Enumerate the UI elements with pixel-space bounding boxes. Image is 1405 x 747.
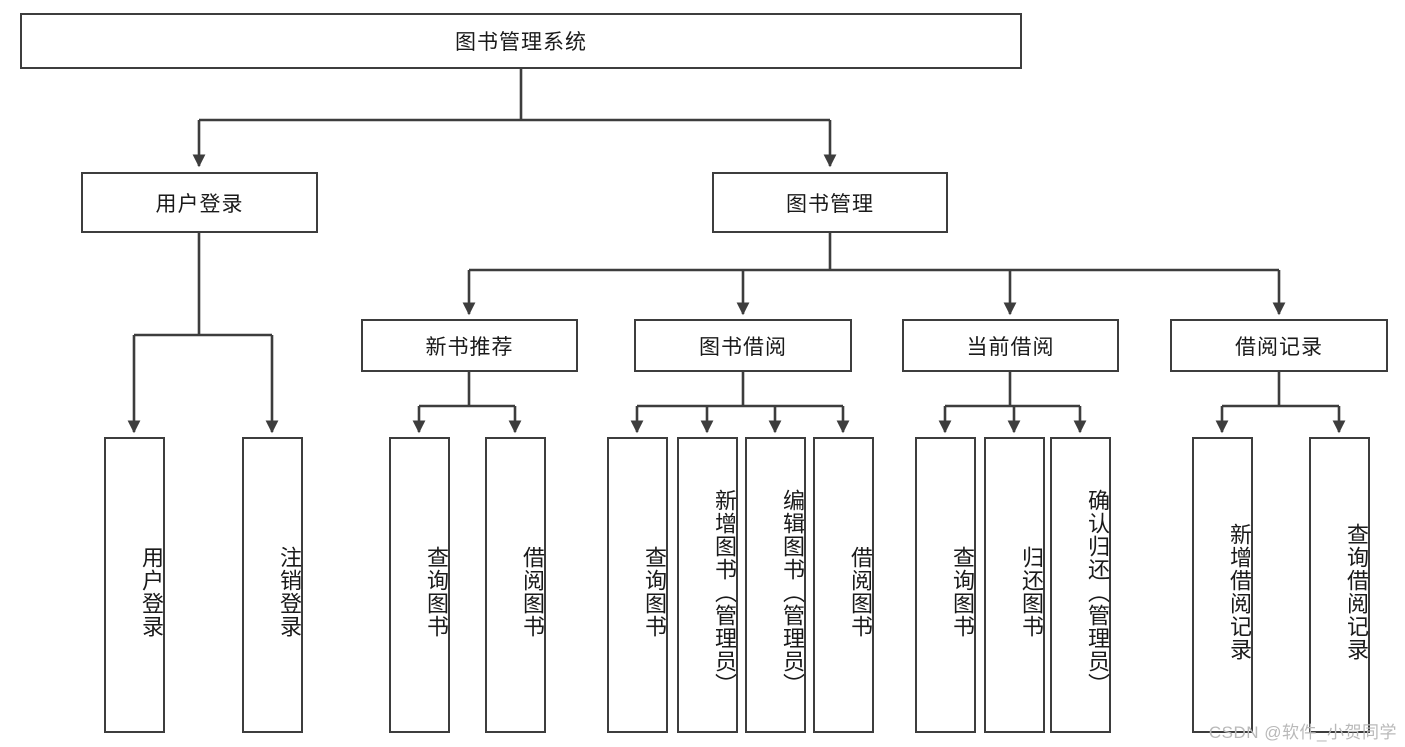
watermark-csdn: CSDN @软件_小贺同学	[1208, 723, 1397, 742]
node-label: 新增图书（管理员）	[712, 488, 737, 696]
node-label: 确认归还（管理员）	[1085, 488, 1110, 696]
node-label: 查询图书	[642, 546, 667, 638]
leaf-current-return-book[interactable]: 归还图书	[984, 437, 1045, 733]
node-label: 新增借阅记录	[1227, 523, 1252, 661]
leaf-current-query-book[interactable]: 查询图书	[915, 437, 976, 733]
leaf-current-confirm-return-admin[interactable]: 确认归还（管理员）	[1050, 437, 1111, 733]
node-label: 借阅图书	[848, 546, 873, 638]
node-label: 查询图书	[950, 546, 975, 638]
leaf-borrow-query-book[interactable]: 查询图书	[607, 437, 668, 733]
node-root-system[interactable]: 图书管理系统	[20, 13, 1022, 69]
leaf-recommend-borrow-book[interactable]: 借阅图书	[485, 437, 546, 733]
node-label: 新书推荐	[425, 335, 514, 359]
node-label: 用户登录	[139, 546, 164, 638]
node-label: 借阅记录	[1235, 335, 1323, 359]
leaf-record-query-borrow-record[interactable]: 查询借阅记录	[1309, 437, 1370, 733]
node-label: 注销登录	[277, 546, 302, 638]
node-label: 用户登录	[155, 192, 244, 216]
node-label: 借阅图书	[520, 546, 545, 638]
node-book-management[interactable]: 图书管理	[712, 172, 948, 233]
leaf-borrow-borrow-book[interactable]: 借阅图书	[813, 437, 874, 733]
leaf-user-logout[interactable]: 注销登录	[242, 437, 303, 733]
leaf-recommend-query-book[interactable]: 查询图书	[389, 437, 450, 733]
node-label: 编辑图书（管理员）	[780, 488, 805, 696]
node-label: 图书管理系统	[455, 31, 587, 54]
node-label: 图书管理	[786, 192, 874, 216]
leaf-user-login[interactable]: 用户登录	[104, 437, 165, 733]
node-borrow-record[interactable]: 借阅记录	[1170, 319, 1388, 372]
node-label: 归还图书	[1019, 546, 1044, 638]
leaf-record-add-borrow-record[interactable]: 新增借阅记录	[1192, 437, 1253, 733]
node-user-login[interactable]: 用户登录	[81, 172, 318, 233]
node-label: 当前借阅	[966, 335, 1055, 359]
node-new-book-recommend[interactable]: 新书推荐	[361, 319, 578, 372]
node-label: 查询图书	[424, 546, 449, 638]
leaf-borrow-edit-book-admin[interactable]: 编辑图书（管理员）	[745, 437, 806, 733]
node-label: 图书借阅	[699, 335, 787, 359]
leaf-borrow-add-book-admin[interactable]: 新增图书（管理员）	[677, 437, 738, 733]
node-current-borrow[interactable]: 当前借阅	[902, 319, 1119, 372]
node-label: 查询借阅记录	[1344, 523, 1369, 661]
node-book-borrow[interactable]: 图书借阅	[634, 319, 852, 372]
